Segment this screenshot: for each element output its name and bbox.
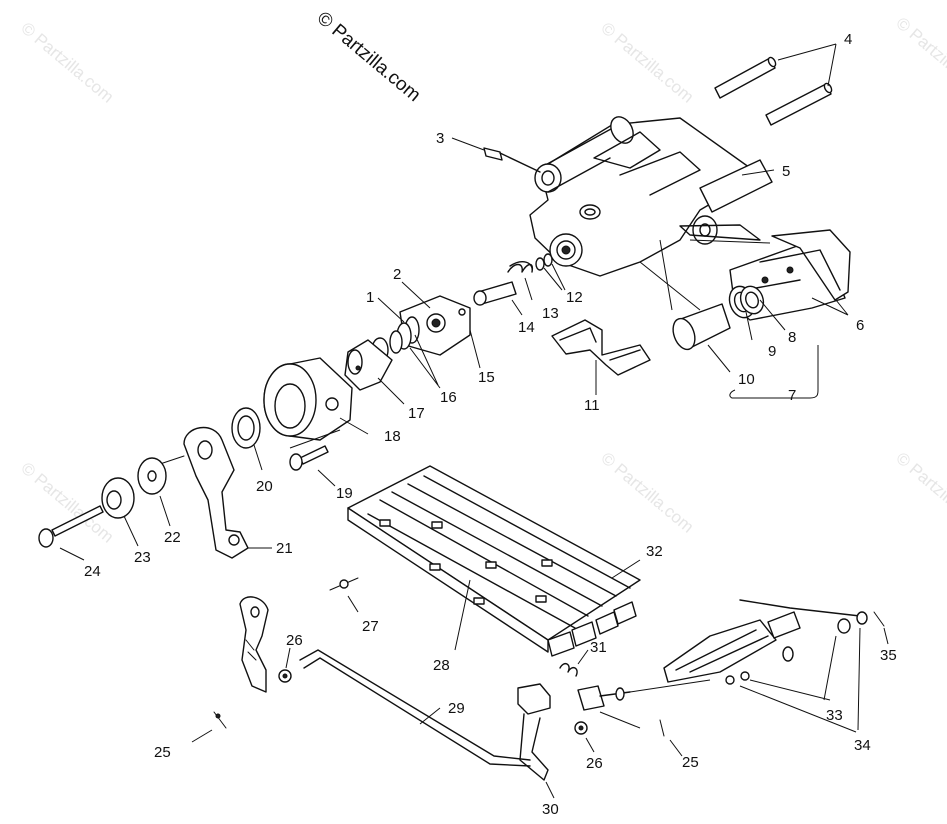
part-pad-clip: [551, 319, 651, 395]
part-spring-pin: [473, 253, 566, 316]
label-29: 29: [448, 700, 465, 717]
label-25-left: 25: [154, 744, 171, 761]
label-23: 23: [134, 549, 151, 566]
callout-labels: 1 2 3 4 5 6 7 8 9 10 11 12 13 14 15 16 1…: [84, 31, 897, 818]
label-19: 19: [336, 485, 353, 502]
watermark-mid-right: © Partzilla.com: [892, 449, 947, 537]
part-caliper-body: [529, 116, 775, 311]
part-actuator: [344, 281, 481, 405]
watermark-top-left: © Partzilla.com: [17, 19, 117, 107]
part-pedal-30: [517, 683, 555, 799]
part-pivot: [574, 679, 711, 757]
part-hub: [263, 357, 369, 441]
label-8: 8: [788, 329, 796, 346]
label-28: 28: [433, 657, 450, 674]
watermark-mid-center: © Partzilla.com: [597, 449, 697, 537]
part-footrest: [347, 465, 641, 657]
label-26-right: 26: [586, 755, 603, 772]
label-22: 22: [164, 529, 181, 546]
part-bleeder-screw: [451, 137, 541, 173]
label-11: 11: [584, 397, 600, 414]
label-21: 21: [276, 540, 293, 557]
part-bolt-washers: [38, 457, 171, 561]
watermark-top-center: © Partzilla.com: [597, 19, 697, 107]
part-piston-assembly: [672, 285, 819, 399]
label-14: 14: [518, 319, 535, 336]
part-lever-21: [159, 426, 272, 559]
label-13: 13: [542, 305, 559, 322]
label-33: 33: [826, 707, 843, 724]
label-2: 2: [393, 266, 401, 283]
label-31: 31: [590, 639, 607, 656]
part-washer-20: [231, 407, 263, 471]
label-35: 35: [880, 647, 897, 664]
label-5: 5: [782, 163, 790, 180]
label-16: 16: [440, 389, 457, 406]
label-3: 3: [436, 130, 444, 147]
label-15: 15: [478, 369, 495, 386]
label-32: 32: [646, 543, 663, 560]
label-26-left: 26: [286, 632, 303, 649]
label-20: 20: [256, 478, 273, 495]
part-spring-31: [559, 649, 589, 677]
label-30: 30: [542, 801, 559, 818]
label-6: 6: [856, 317, 864, 334]
label-9: 9: [768, 343, 776, 360]
part-pin-27: [329, 577, 359, 613]
part-rod-29: [299, 649, 531, 767]
label-25-right: 25: [682, 754, 699, 771]
part-bolt-19: [289, 429, 341, 487]
part-bracket-right: [663, 599, 889, 733]
part-linkage-left: [191, 596, 292, 743]
label-24: 24: [84, 563, 101, 580]
label-18: 18: [384, 428, 401, 445]
label-7: 7: [788, 387, 796, 404]
label-34: 34: [854, 737, 871, 754]
watermark-top-right: © Partzilla.com: [892, 14, 947, 102]
label-27: 27: [362, 618, 379, 635]
part-pins: [714, 43, 837, 126]
label-4: 4: [844, 31, 852, 48]
label-1: 1: [366, 289, 374, 306]
copyright-watermark: © Partzilla.com: [313, 8, 425, 106]
label-12: 12: [566, 289, 583, 306]
label-17: 17: [408, 405, 425, 422]
label-10: 10: [738, 371, 755, 388]
